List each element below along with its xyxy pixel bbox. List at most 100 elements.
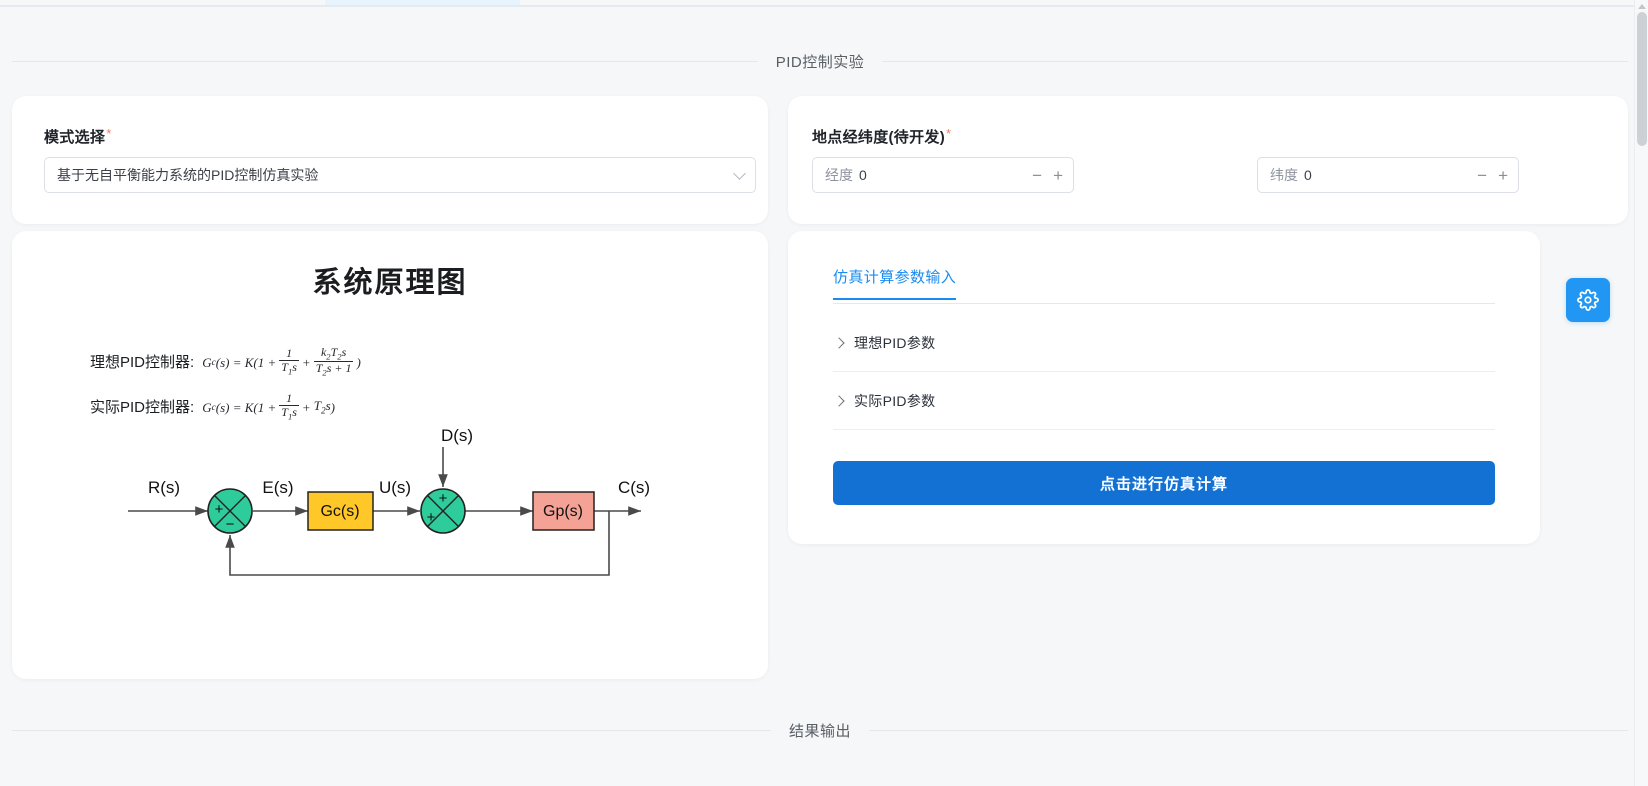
required-asterisk: * [946,126,952,141]
formula-token: ) [330,399,336,415]
label-output-signal: C(s) [618,478,650,497]
divider-line-right [869,730,1629,731]
longitude-value: 0 [859,167,867,183]
longitude-stepper: − + [1032,158,1063,192]
ideal-pid-formula-label: 理想PID控制器: [90,353,195,371]
control-block-diagram: + − + + Gc(s) Gp(s) R(s) [128,426,650,576]
formula-token: s [292,404,297,419]
formula-token: 2 [320,406,326,417]
page-title: PID控制实验 [775,54,865,71]
sum2-plus-sign-left: + [427,509,436,526]
longitude-input[interactable]: 经度 0 − + [812,157,1074,193]
longitude-decrement-button[interactable]: − [1032,165,1043,185]
formula-token: (s) = K(1 + [215,354,277,370]
divider-line-left [12,61,758,62]
summing-junction-2: + + [420,488,466,534]
mode-select-value: 基于无自平衡能力系统的PID控制仿真实验 [57,167,319,183]
controller-block-label: Gc(s) [320,503,359,520]
formula-term: T2s [314,398,331,417]
sum1-minus-sign: − [226,516,235,533]
settings-fab-button[interactable] [1566,278,1610,322]
formula-token: c [211,402,216,413]
required-asterisk: * [106,126,112,141]
formula-token: 1 [286,346,293,361]
mode-select-label-wrap: 模式选择* [44,126,111,147]
formula-token: k [320,345,327,359]
plant-block-label: Gp(s) [543,503,583,520]
longitude-placeholder: 经度 [825,167,853,183]
page-root: PID控制实验 模式选择* 基于无自平衡能力系统的PID控制仿真实验 地点经纬度… [0,7,1640,786]
mode-select-input[interactable]: 基于无自平衡能力系统的PID控制仿真实验 [44,157,756,193]
formula-token: G [202,354,212,370]
formula-token: 1 [287,410,293,421]
latitude-decrement-button[interactable]: − [1477,165,1488,185]
browser-tab-strip [0,0,1640,7]
real-pid-formula-label: 实际PID控制器: [90,398,195,416]
formula-token: T [313,398,321,414]
collapse-ideal-pid-label: 理想PID参数 [854,334,936,351]
label-control-signal: U(s) [379,478,411,497]
system-diagram-title: 系统原理图 [312,267,468,299]
simulation-params-card: 仿真计算参数输入 理想PID参数 实际PID参数 点击进行仿真计算 [788,231,1540,544]
formula-numerator: k2T2s [319,346,348,361]
formula-token: + [301,354,311,370]
params-tab-header: 仿真计算参数输入 [833,266,1495,304]
latitude-value: 0 [1304,167,1312,183]
label-input-signal: R(s) [148,478,180,497]
collapse-real-pid-params[interactable]: 实际PID参数 [833,372,1495,430]
geo-label-wrap: 地点经纬度(待开发)* [812,126,951,147]
page-scrollbar[interactable] [1634,0,1648,786]
formula-token: ) [356,354,361,370]
sum2-plus-sign-top: + [439,490,448,507]
divider-line-right [882,61,1629,62]
formula-token: s [292,360,297,375]
formula-denominator: T1s [279,360,299,376]
formula-fraction-2: k2T2s T2s + 1 [313,346,354,378]
formula-token: 1 [286,391,293,405]
scrollbar-thumb[interactable] [1637,12,1647,146]
summing-junction-1: + − [207,488,253,534]
sum1-plus-sign: + [215,501,224,518]
chevron-right-icon [833,336,845,349]
gear-icon [1577,289,1599,311]
formula-token: T [281,360,288,375]
formula-token: c [211,357,216,368]
formula-fraction-1: 1 T1s [279,392,299,421]
formula-token: 1 [287,366,293,377]
mode-select-label: 模式选择 [44,129,106,146]
formula-token: 2 [326,351,331,362]
formula-token: 2 [337,351,342,362]
tab-underline [0,5,1640,7]
latitude-increment-button[interactable]: + [1498,165,1508,185]
line-feedback-path [225,511,610,576]
formula-token: (s) = K(1 + [215,399,277,415]
divider-line-left [12,730,771,731]
formula-fraction-1: 1 T1s [279,347,299,376]
latitude-stepper: − + [1477,158,1508,192]
result-output-title: 结果输出 [789,723,852,740]
formula-token: s [341,345,347,359]
formula-token: s [325,398,331,414]
label-disturbance: D(s) [441,426,473,445]
collapse-ideal-pid-params[interactable]: 理想PID参数 [833,314,1495,372]
latitude-placeholder: 纬度 [1270,167,1298,183]
controller-block: Gc(s) [307,491,374,531]
page-title-divider: PID控制实验 [12,51,1629,72]
run-simulation-button[interactable]: 点击进行仿真计算 [833,461,1495,505]
longitude-increment-button[interactable]: + [1053,165,1063,185]
tab-simulation-params[interactable]: 仿真计算参数输入 [833,266,957,300]
scroll-up-arrow-icon[interactable] [1638,4,1646,9]
latitude-input[interactable]: 纬度 0 − + [1257,157,1519,193]
formula-token: 2 [322,367,327,378]
formula-token: T [315,361,323,376]
formula-token: T [330,345,338,359]
formula-token: G [202,399,212,415]
formula-token: s + 1 [326,361,352,376]
active-tab-chip[interactable] [325,0,520,6]
geo-coordinates-card: 地点经纬度(待开发)* 经度 0 − + 纬度 0 − + [788,96,1628,224]
mode-select-card: 模式选择* 基于无自平衡能力系统的PID控制仿真实验 [12,96,768,224]
formula-denominator: T1s [279,404,299,421]
